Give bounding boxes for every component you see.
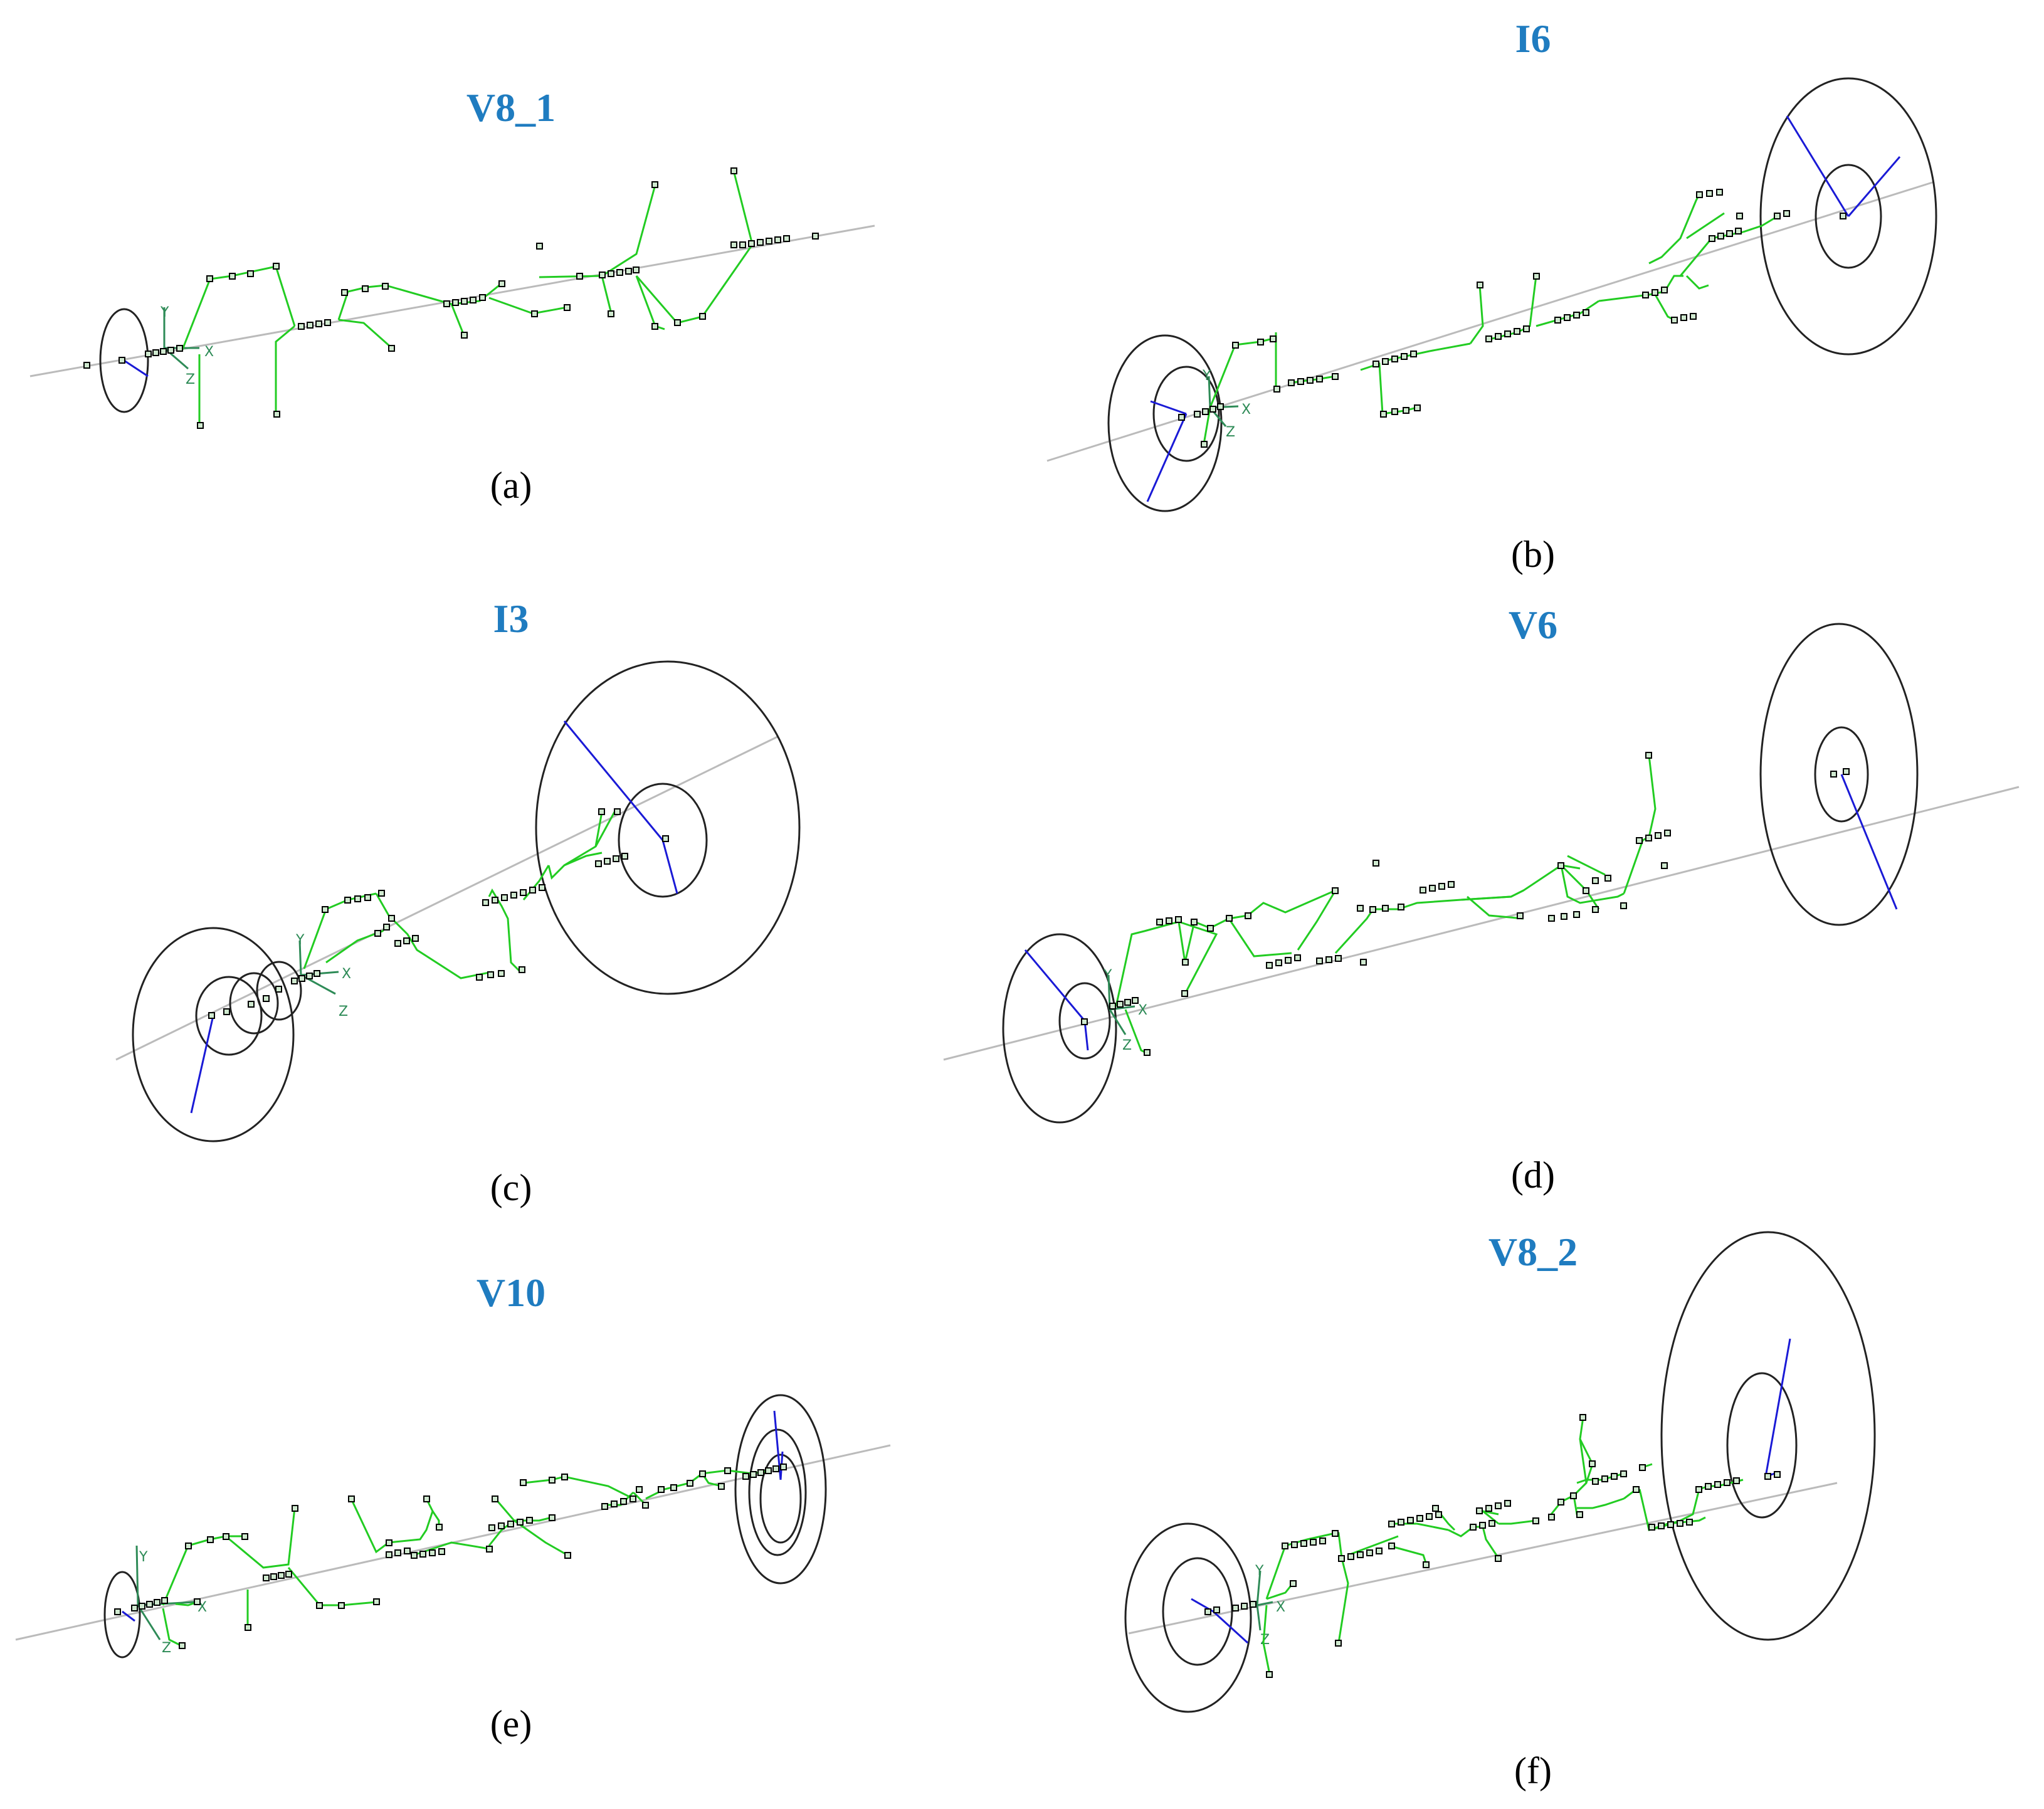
pulley-radius-line — [122, 1610, 135, 1622]
axis-label-z: Z — [1122, 1038, 1132, 1053]
flywheel-radius-line — [563, 720, 664, 841]
axis-label-y: Y — [1202, 368, 1211, 384]
panel-f: V8_2 Y X Z — [1022, 1204, 2044, 1806]
shaft-nodes — [1178, 189, 1846, 448]
flywheel-radius-line — [1764, 1338, 1791, 1477]
crank-webs — [1115, 755, 1657, 1055]
flywheel-hub — [1815, 164, 1882, 269]
panel-caption: (a) — [490, 465, 532, 506]
shaft-nodes — [83, 167, 819, 429]
flywheel-hub-outer — [748, 1428, 807, 1556]
axis-label-z: Z — [162, 1640, 171, 1656]
hub-radius-line — [1212, 1610, 1249, 1644]
flywheel-disc — [734, 1394, 827, 1585]
axis-label-y: Y — [295, 932, 305, 948]
axis-label-z: Z — [339, 1004, 348, 1020]
flywheel-radius-line — [773, 1410, 782, 1480]
flywheel-hub — [1726, 1372, 1798, 1519]
axis-label-z: Z — [1260, 1632, 1270, 1648]
flywheel-hub — [618, 783, 708, 898]
panel-c: I3 Y X Z — [0, 596, 1022, 1208]
hub-radius-line — [1083, 1020, 1089, 1051]
pulley-radius-line — [190, 1015, 214, 1114]
front-hub — [1152, 366, 1220, 462]
crankshaft-model-drawing: Y X Z — [1124, 1231, 1876, 1713]
crankshaft-model-drawing: Y X Z — [115, 660, 801, 1142]
flywheel-radius-line-2 — [661, 840, 678, 894]
flywheel-disc — [1660, 1231, 1876, 1641]
panel-d: V6 Y X Z — [943, 602, 2044, 1204]
axis-label-y: Y — [1255, 1563, 1264, 1579]
crankshaft-model-drawing: Y X Z — [29, 167, 875, 429]
panel-title: V10 — [476, 1270, 546, 1315]
panel-b: I6 Y X Z — [1022, 0, 2044, 602]
shaft-nodes — [208, 808, 669, 1019]
front-pulley-disc — [1124, 1522, 1252, 1713]
front-pulley-disc — [1002, 933, 1117, 1124]
front-pulley-disc — [132, 927, 295, 1142]
flywheel-hub — [1814, 726, 1869, 823]
crankshaft-model-drawing: Y X Z — [15, 1394, 891, 1659]
flywheel-disc — [535, 660, 801, 995]
flywheel-radius-line — [1847, 156, 1901, 217]
flywheel-disc — [1759, 77, 1937, 356]
axis-label-x: X — [1241, 402, 1251, 418]
panel-title: V8_2 — [1488, 1230, 1578, 1274]
front-hub — [1162, 1557, 1233, 1666]
axis-label-z: Z — [1226, 425, 1235, 440]
panel-caption: (d) — [1511, 1154, 1555, 1196]
crankshaft-model-drawing: Y X Z — [943, 623, 2020, 1124]
crank-webs — [162, 1469, 772, 1647]
flywheel-disc — [1759, 623, 1919, 926]
axis-label-y: Y — [160, 305, 169, 320]
axis-label-x: X — [1138, 1003, 1147, 1018]
panel-e: V10 Y X Z — [0, 1204, 1022, 1806]
shaft-axis-line — [115, 736, 778, 1061]
shaft-nodes — [1081, 752, 1850, 1056]
flywheel-radius-line-2 — [1786, 115, 1850, 217]
front-pulley-disc — [99, 308, 149, 413]
shaft-nodes — [1204, 1414, 1781, 1678]
panel-title: V8_1 — [466, 85, 556, 130]
front-hub-2 — [229, 972, 279, 1035]
pulley-radius-line — [1024, 949, 1086, 1021]
axis-label-y: Y — [1103, 968, 1112, 983]
panel-caption: (f) — [1514, 1750, 1552, 1791]
axis-label-x: X — [204, 344, 214, 360]
crankshaft-model-drawing: Y X Z — [1046, 77, 1937, 512]
front-pulley-disc — [1107, 334, 1223, 512]
axis-label-x: X — [1276, 1600, 1285, 1615]
panel-caption: (b) — [1511, 534, 1555, 575]
panel-title: I3 — [493, 596, 529, 641]
hub-radius-line — [1150, 400, 1187, 415]
front-hub-1 — [195, 976, 263, 1056]
pulley-radius-line — [1146, 413, 1188, 502]
coordinate-triad: Y X Z — [1255, 1563, 1285, 1648]
flywheel-hub-inner — [759, 1453, 802, 1544]
shaft-nodes — [114, 1464, 787, 1649]
crank-webs — [1262, 1416, 1744, 1675]
panel-caption: (e) — [490, 1703, 532, 1744]
pulley-radius-line — [124, 359, 149, 377]
panel-title: V6 — [1508, 603, 1558, 647]
panel-a: V8_1 Y X Z — [0, 0, 1022, 602]
front-pulley-disc — [103, 1571, 141, 1659]
axis-label-x: X — [342, 966, 351, 982]
coordinate-triad: Y X Z — [160, 305, 214, 388]
axis-label-z: Z — [186, 372, 195, 388]
shaft-axis-line — [943, 786, 2020, 1061]
panel-title: I6 — [1515, 16, 1551, 61]
axis-label-y: Y — [139, 1549, 148, 1565]
panel-caption: (c) — [490, 1167, 532, 1208]
front-hub — [1058, 982, 1111, 1060]
flywheel-radius-line — [1840, 774, 1898, 910]
front-hub-3 — [256, 961, 302, 1021]
